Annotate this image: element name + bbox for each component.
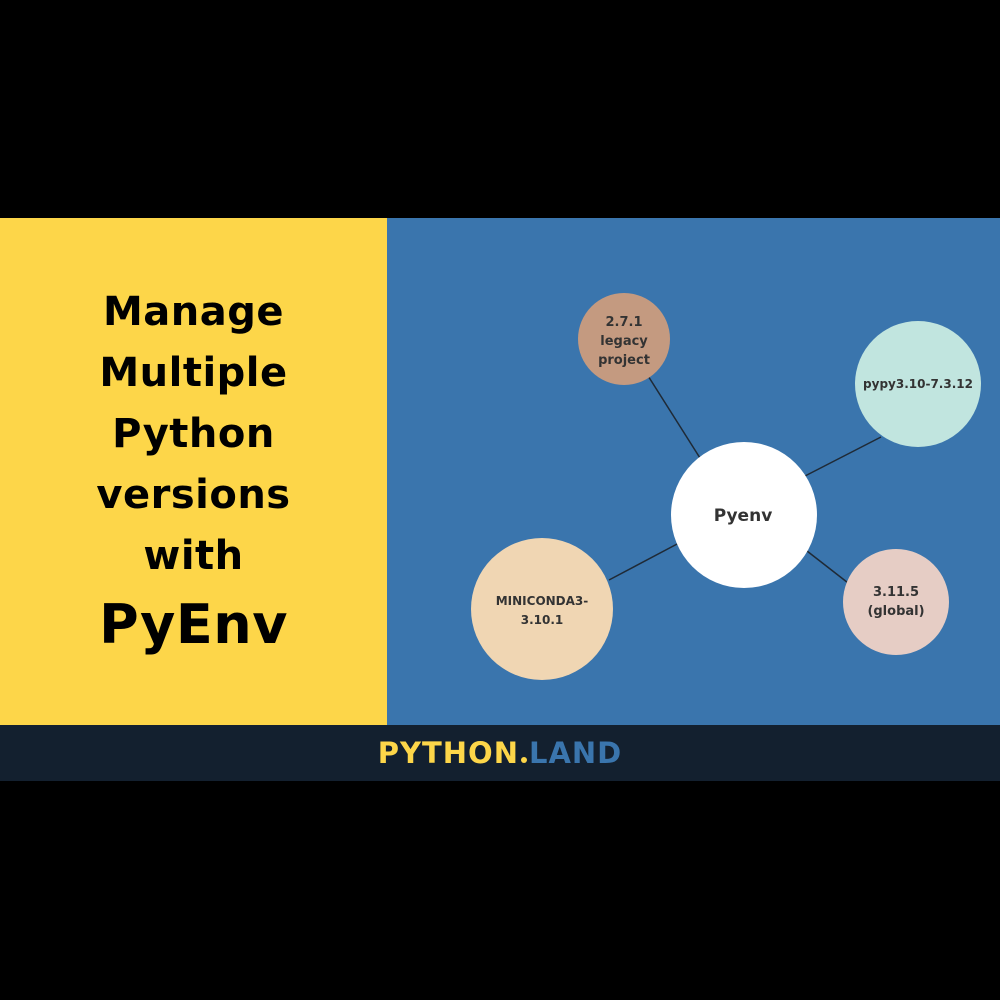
- logo-word-land: LAND: [528, 736, 623, 770]
- node-global: [843, 549, 949, 655]
- connector-pypy: [804, 436, 882, 477]
- title-line-1: Manage: [102, 289, 285, 335]
- title-line-3: Python: [112, 411, 275, 457]
- connector-miniconda: [608, 542, 680, 581]
- logo-dot-icon: [520, 757, 527, 763]
- connector-global: [806, 550, 853, 587]
- node-miniconda-line-2: 3.10.1: [521, 613, 564, 627]
- node-legacy-line-2: legacy: [600, 334, 648, 349]
- diagram-panel: Pyenv 2.7.1 legacy project pypy3.10-7.3.…: [387, 218, 1000, 725]
- title-emphasis: PyEnv: [99, 593, 288, 656]
- title-panel: Manage Multiple Python versions with PyE…: [0, 218, 387, 725]
- node-legacy-line-3: project: [598, 353, 650, 368]
- title-line-5: with: [143, 533, 244, 579]
- node-legacy-line-1: 2.7.1: [605, 315, 642, 330]
- python-land-logo: PYTHON LAND: [378, 736, 623, 770]
- banner: Manage Multiple Python versions with PyE…: [0, 218, 1000, 781]
- logo-word-python: PYTHON: [377, 736, 519, 770]
- title-line-4: versions: [96, 472, 291, 518]
- pyenv-diagram: Pyenv 2.7.1 legacy project pypy3.10-7.3.…: [471, 293, 981, 680]
- node-legacy: [578, 293, 670, 385]
- node-miniconda-line-1: MINICONDA3-: [496, 594, 589, 608]
- node-pypy: [855, 321, 981, 447]
- node-pyenv-label: Pyenv: [714, 506, 773, 526]
- node-pyenv: [671, 442, 817, 588]
- title-line-2: Multiple: [99, 350, 288, 396]
- node-miniconda: [471, 538, 613, 680]
- footer: PYTHON LAND: [0, 725, 1000, 781]
- node-global-line-2: (global): [867, 604, 924, 619]
- node-pypy-line-1: pypy3.10-7.3.12: [863, 377, 973, 391]
- node-global-line-1: 3.11.5: [873, 585, 919, 600]
